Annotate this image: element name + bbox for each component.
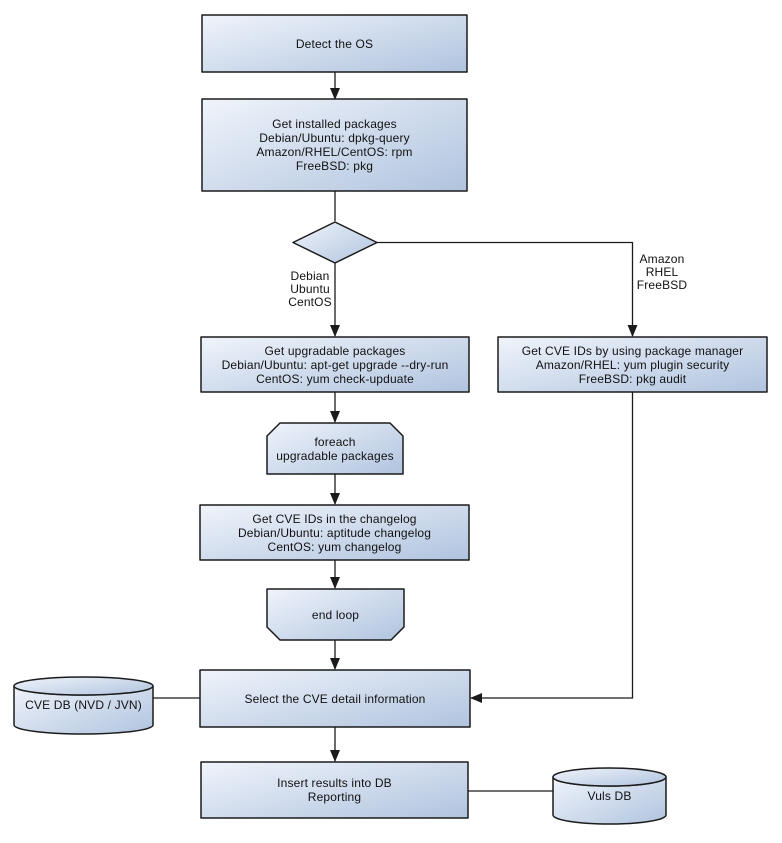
node-get-upgradable-packages-shape xyxy=(200,336,470,393)
node-get-cve-ids-package-manager-shape xyxy=(497,336,768,393)
edge-decision-to-package-manager xyxy=(377,241,638,337)
node-end-loop-shape xyxy=(266,588,405,641)
node-get-installed-packages-label: Get installed packages Debian/Ubuntu: dp… xyxy=(256,117,413,173)
node-os-branch-decision-diamond xyxy=(292,221,378,264)
node-foreach-loop-start-label: foreach upgradable packages xyxy=(276,434,394,463)
node-vuls-db-label: Vuls DB xyxy=(587,789,632,803)
node-end-loop-label: end loop xyxy=(311,607,360,622)
node-cve-db-cylinder xyxy=(13,676,154,735)
node-detect-os-label: Detect the OS xyxy=(295,36,374,51)
node-select-cve-detail-label: Select the CVE detail information xyxy=(244,691,426,706)
node-detect-os-shape xyxy=(201,14,468,73)
node-insert-results-label: Insert results into DB Reporting xyxy=(277,776,392,804)
node-foreach-loop-start-shape xyxy=(266,422,404,475)
node-get-cve-ids-changelog-label: Get CVE IDs in the changelog Debian/Ubun… xyxy=(237,511,432,554)
edge-label-right-branch: Amazon RHEL FreeBSD xyxy=(636,251,688,292)
node-get-cve-ids-changelog-shape xyxy=(199,504,470,561)
node-get-upgradable-packages-label: Get upgradable packages Debian/Ubuntu: a… xyxy=(221,343,449,386)
edge-label-left-branch: Debian Ubuntu CentOS xyxy=(288,268,332,309)
node-select-cve-detail-shape xyxy=(199,669,471,728)
node-insert-results-shape xyxy=(200,761,469,819)
edge-package-manager-to-select xyxy=(470,392,634,703)
node-vuls-db-cylinder xyxy=(552,767,667,825)
node-get-installed-packages-shape xyxy=(201,98,468,192)
node-get-cve-ids-package-manager-label: Get CVE IDs by using package manager Ama… xyxy=(521,343,744,386)
node-cve-db-label: CVE DB (NVD / JVN) xyxy=(25,698,142,712)
